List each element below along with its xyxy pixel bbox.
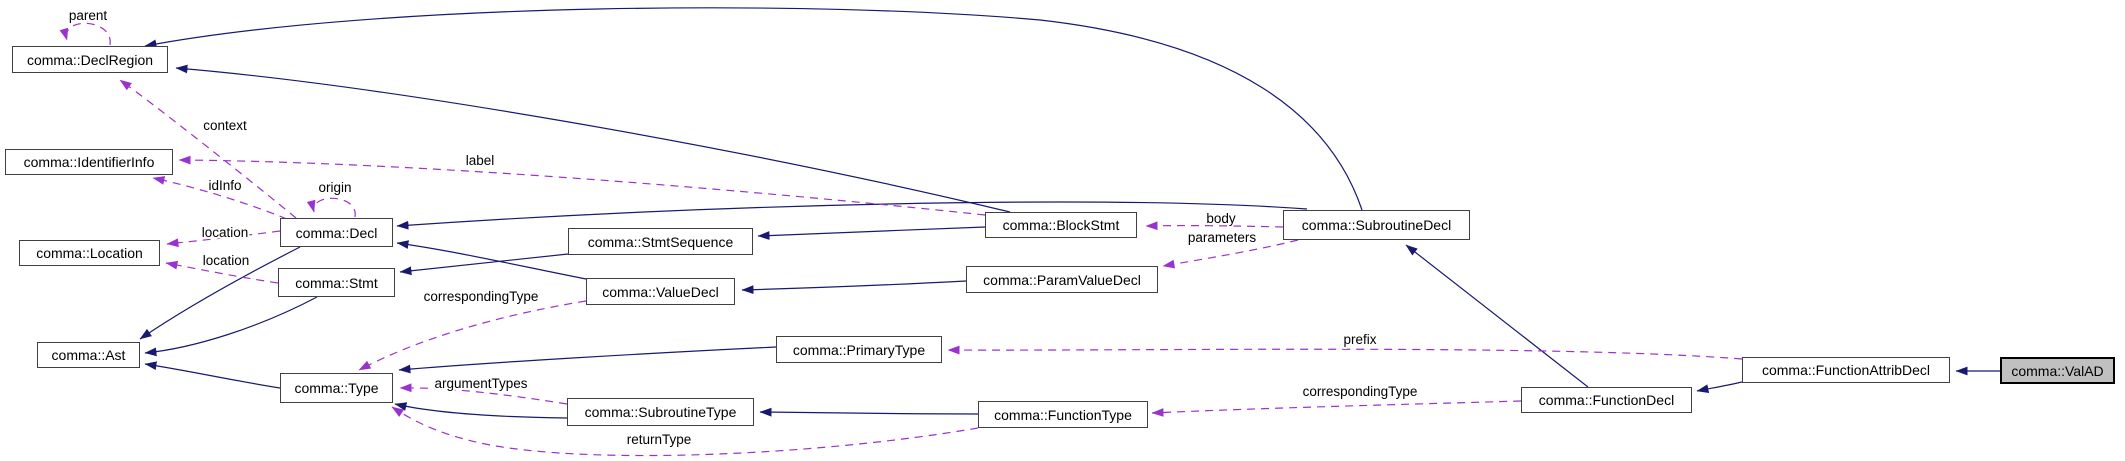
edge-stmtsequence-stmt (399, 253, 569, 276)
class-node-location[interactable]: comma::Location (19, 240, 160, 266)
edge-label-origin: origin (318, 180, 351, 195)
class-node-type[interactable]: comma::Type (280, 373, 393, 403)
class-node-label: comma::BlockStmt (1002, 217, 1120, 233)
edge-stmt-location-location (165, 260, 279, 284)
edge-subroutinetype-type-argumentTypes (399, 383, 568, 405)
class-node-subroutinedecl[interactable]: comma::SubroutineDecl (1283, 210, 1470, 240)
edge-functiontype-type-returnType (391, 406, 979, 457)
class-node-label: comma::SubroutineDecl (1301, 217, 1452, 233)
class-node-subroutinetype[interactable]: comma::SubroutineType (567, 398, 754, 426)
edge-primarytype-type (398, 346, 777, 374)
class-node-label: comma::Type (294, 380, 379, 396)
class-node-label: comma::StmtSequence (587, 233, 734, 250)
class-node-valad[interactable]: comma::ValAD (2000, 357, 2115, 384)
edge-subroutinedecl-paramvaluedecl-parameters (1162, 239, 1299, 269)
class-node-label: comma::FunctionAttribDecl (1761, 362, 1931, 378)
edge-decl-declregion-context (119, 79, 297, 219)
class-node-label: comma::Location (36, 245, 143, 261)
edge-label-context: context (203, 118, 247, 133)
class-node-label: comma::Ast (51, 347, 126, 363)
class-node-functiondecl[interactable]: comma::FunctionDecl (1521, 387, 1692, 413)
edge-functiondecl-functiontype-correspondingType (1151, 400, 1522, 417)
class-node-label: comma::ValAD (2011, 362, 2104, 379)
class-node-declregion[interactable]: comma::DeclRegion (12, 46, 168, 73)
edge-functiontype-subroutinetype (759, 407, 979, 417)
edge-label-body: body (1206, 211, 1236, 226)
class-node-label: comma::ValueDecl (602, 283, 719, 300)
edge-valuedecl-decl (396, 240, 587, 280)
edge-functiondecl-subroutinedecl (1405, 244, 1589, 388)
class-node-ast[interactable]: comma::Ast (37, 342, 140, 368)
edge-label-parent: parent (69, 8, 108, 23)
edge-blockstmt-stmtsequence (757, 226, 986, 240)
edge-functionattribdecl-primarytype-prefix (947, 345, 1743, 360)
edge-type-ast (144, 361, 281, 389)
edge-decl-decl-origin (306, 197, 356, 218)
edge-subroutinetype-type (394, 402, 568, 419)
edge-stmt-ast (144, 296, 318, 357)
class-node-label: comma::IdentifierInfo (23, 154, 155, 170)
class-node-decl[interactable]: comma::Decl (280, 218, 393, 247)
edge-subroutinedecl-decl (396, 201, 1308, 230)
class-node-label: comma::SubroutineType (584, 404, 737, 420)
edge-paramvaluedecl-valuedecl (741, 280, 967, 295)
edge-decl-ast (139, 246, 301, 340)
edge-subroutinedecl-declregion (144, 7, 1363, 211)
class-node-label: comma::Decl (295, 224, 378, 241)
class-node-label: comma::Stmt (295, 274, 378, 291)
edge-decl-location-location (166, 230, 281, 248)
edge-decl-identifierinfo-idInfo (152, 176, 288, 220)
class-node-functiontype[interactable]: comma::FunctionType (978, 401, 1148, 428)
class-node-functionattribdecl[interactable]: comma::FunctionAttribDecl (1742, 357, 1950, 383)
edge-label-argumentTypes: argumentTypes (434, 376, 527, 391)
edge-valuedecl-type-correspondingType (358, 300, 587, 371)
edge-label-parameters: parameters (1188, 230, 1257, 245)
class-node-paramvaluedecl[interactable]: comma::ParamValueDecl (966, 266, 1158, 293)
class-node-label: comma::PrimaryType (792, 341, 926, 358)
edge-functionattribdecl-functiondecl (1696, 381, 1743, 394)
class-node-label: comma::FunctionDecl (1538, 392, 1675, 408)
edge-label-prefix: prefix (1343, 332, 1376, 347)
edge-label-label: label (466, 153, 495, 168)
edge-subroutinedecl-blockstmt-body (1145, 221, 1284, 231)
class-node-label: comma::ParamValueDecl (983, 271, 1141, 288)
class-node-blockstmt[interactable]: comma::BlockStmt (985, 212, 1137, 238)
edge-label-location: location (202, 225, 249, 240)
edge-blockstmt-identifierinfo-label (178, 155, 986, 216)
edge-label-correspondingType: correspondingType (1303, 384, 1418, 399)
edge-label-location: location (203, 253, 250, 268)
class-node-primarytype[interactable]: comma::PrimaryType (776, 336, 942, 363)
class-node-stmt[interactable]: comma::Stmt (278, 268, 395, 297)
class-node-label: comma::FunctionType (994, 406, 1132, 423)
class-node-stmtsequence[interactable]: comma::StmtSequence (568, 228, 753, 255)
class-node-label: comma::DeclRegion (26, 51, 154, 68)
edge-declregion-declregion-parent (59, 22, 111, 46)
edge-label-idInfo: idInfo (208, 178, 241, 193)
edge-label-correspondingType: correspondingType (424, 289, 539, 304)
class-node-valuedecl[interactable]: comma::ValueDecl (586, 278, 735, 305)
edge-blockstmt-declregion (175, 64, 1011, 213)
edge-label-returnType: returnType (627, 432, 692, 447)
class-node-identifierinfo[interactable]: comma::IdentifierInfo (5, 149, 173, 175)
